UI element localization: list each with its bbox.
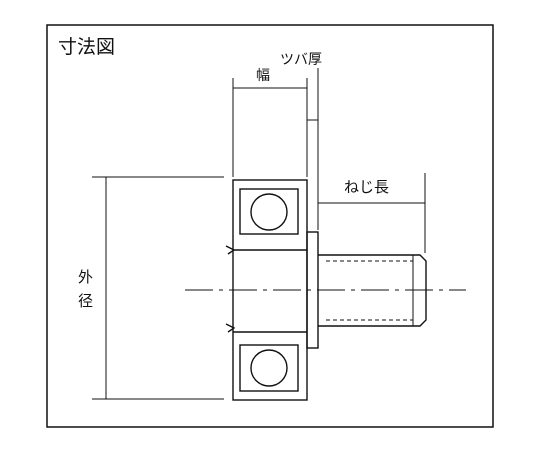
thread-length-dimension (318, 173, 426, 253)
flange-thickness-label: ツバ厚 (280, 52, 322, 68)
width-dimension (232, 78, 308, 177)
width-label: 幅 (256, 68, 270, 84)
outer-diameter-dimension (92, 176, 224, 400)
bearing-ball-bottom (250, 349, 288, 387)
flange-thickness-dimension (307, 68, 319, 230)
outer-diameter-label-1: 外 (78, 268, 93, 286)
diagram-title: 寸法図 (58, 36, 115, 58)
thread-length-label: ねじ長 (344, 178, 389, 196)
bearing-ball-top (250, 193, 288, 231)
diagram-frame (46, 24, 494, 428)
outer-diameter-label-2: 径 (78, 292, 93, 310)
